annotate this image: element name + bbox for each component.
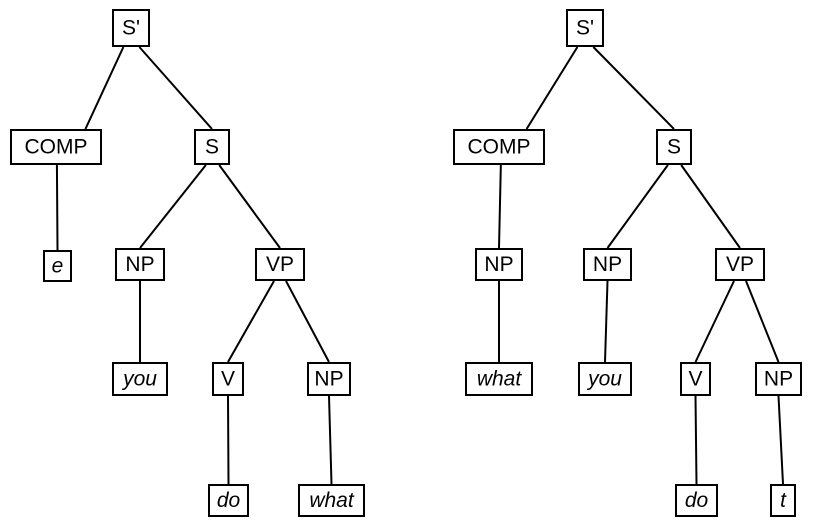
branch-line-Sbar-to-S xyxy=(592,46,675,130)
branch-lines-layer xyxy=(55,46,784,485)
branch-line-S-to-VP xyxy=(680,164,741,249)
tree-node-vp: VP xyxy=(255,248,305,281)
node-label: S xyxy=(667,136,681,159)
node-label: do xyxy=(217,489,241,512)
tree-node-s: S xyxy=(656,129,692,165)
node-label: S' xyxy=(122,17,140,40)
node-box xyxy=(453,129,545,165)
node-box xyxy=(115,248,165,281)
node-label: S' xyxy=(576,17,594,40)
branch-line-S-to-VP xyxy=(218,164,281,249)
tree-node-e: e xyxy=(43,250,72,282)
node-box xyxy=(298,484,365,517)
node-box xyxy=(675,484,718,517)
node-label: you xyxy=(121,368,157,391)
tree-node-you: you xyxy=(578,362,632,396)
branch-line-S-to-NP xyxy=(139,164,207,249)
node-box xyxy=(755,362,802,396)
branch-line-VP-to-NP xyxy=(285,280,330,363)
node-box xyxy=(208,484,249,517)
surface-structure-tree-edges xyxy=(498,46,784,485)
tree-node-do: do xyxy=(208,484,249,517)
branch-line-VP-to-NP xyxy=(745,280,780,363)
tree-node-sbar: S' xyxy=(112,9,150,47)
tree-node-v: V xyxy=(212,362,244,396)
node-label: S xyxy=(205,136,219,159)
node-label: what xyxy=(477,368,523,391)
node-label: you xyxy=(586,368,622,391)
node-box xyxy=(307,362,351,396)
tree-node-sbar: S' xyxy=(566,9,604,47)
node-box xyxy=(566,9,604,47)
node-label: do xyxy=(685,489,709,512)
node-box xyxy=(583,248,632,281)
node-box xyxy=(112,9,150,47)
branch-line-COMP-to-NP xyxy=(498,164,502,249)
tree-node-comp: COMP xyxy=(10,129,102,165)
tree-node-np: NP xyxy=(115,248,165,281)
node-label: NP xyxy=(314,368,343,391)
node-box xyxy=(212,362,244,396)
tree-node-what: what xyxy=(298,484,365,517)
tree-node-vp: VP xyxy=(715,248,765,281)
branch-line-VP-to-V xyxy=(694,280,735,363)
node-box xyxy=(194,129,230,165)
branch-line-NP-to-what xyxy=(328,395,333,485)
node-label: NP xyxy=(593,253,622,276)
deep-structure-tree-edges xyxy=(55,46,333,485)
node-label: V xyxy=(221,368,235,391)
branch-line-NP-to-t xyxy=(777,395,784,485)
node-box xyxy=(656,129,692,165)
node-box xyxy=(770,484,796,517)
branch-line-NP-to-you xyxy=(604,280,609,363)
tree-node-comp: COMP xyxy=(453,129,545,165)
surface-structure-tree-nodes: S' COMP S NP NP VP what you V NP do t xyxy=(453,9,802,517)
tree-node-np: NP xyxy=(755,362,802,396)
node-label: e xyxy=(52,255,64,278)
tree-node-np: NP xyxy=(583,248,632,281)
node-label: what xyxy=(309,489,355,512)
branch-line-Sbar-to-COMP xyxy=(84,46,125,130)
node-box xyxy=(475,248,523,281)
node-label: NP xyxy=(484,253,513,276)
tree-node-np: NP xyxy=(307,362,351,396)
node-box xyxy=(578,362,632,396)
branch-line-Sbar-to-COMP xyxy=(525,46,579,130)
node-label: NP xyxy=(764,368,793,391)
node-box xyxy=(680,362,711,396)
node-label: COMP xyxy=(25,136,88,159)
tree-node-np: NP xyxy=(475,248,523,281)
tree-node-s: S xyxy=(194,129,230,165)
node-label: t xyxy=(780,489,787,512)
tree-node-what: what xyxy=(465,362,533,396)
node-box xyxy=(465,362,533,396)
tree-node-do: do xyxy=(675,484,718,517)
node-box xyxy=(43,250,72,282)
branch-line-S-to-NP xyxy=(606,164,669,249)
node-label: VP xyxy=(726,253,754,276)
branch-line-COMP-to-e xyxy=(55,164,59,251)
node-label: VP xyxy=(266,253,294,276)
node-label: V xyxy=(688,368,702,391)
tree-node-t: t xyxy=(770,484,796,517)
node-label: NP xyxy=(125,253,154,276)
tree-node-you: you xyxy=(112,362,168,396)
tree-node-v: V xyxy=(680,362,711,396)
node-box xyxy=(715,248,765,281)
node-box xyxy=(255,248,305,281)
node-box xyxy=(112,362,168,396)
branch-line-V-to-do xyxy=(694,395,698,485)
branch-line-VP-to-V xyxy=(227,280,275,363)
branch-line-Sbar-to-S xyxy=(138,46,213,130)
branch-line-V-to-do xyxy=(227,395,230,485)
node-label: COMP xyxy=(468,136,531,159)
node-box xyxy=(10,129,102,165)
